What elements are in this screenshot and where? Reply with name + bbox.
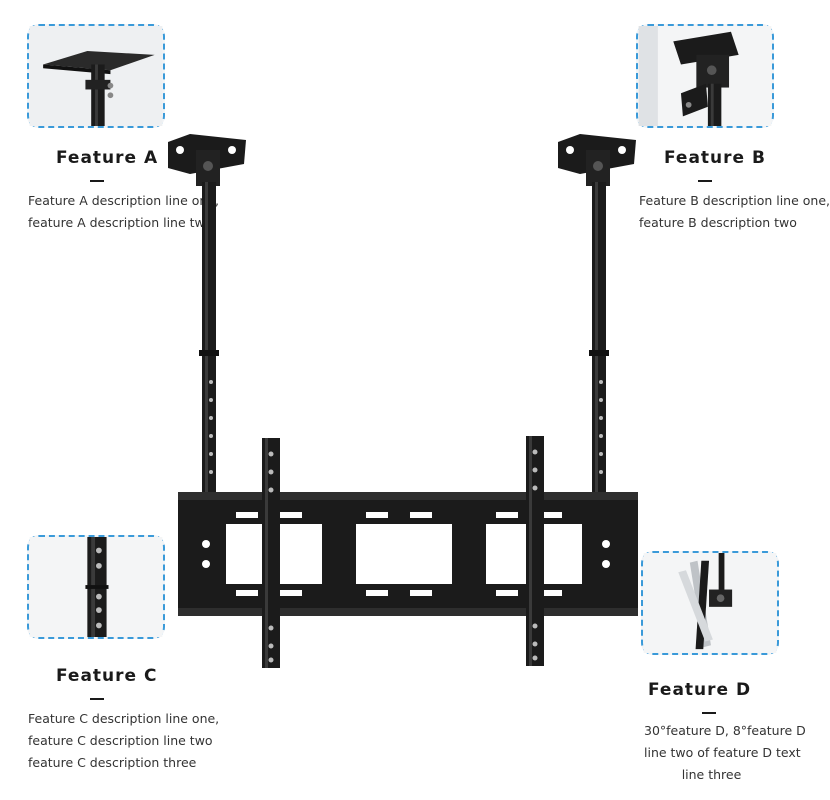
feature-title-top-left: Feature A xyxy=(56,148,159,168)
desc-line: feature C description line two xyxy=(28,733,213,748)
desc-line: line three xyxy=(681,767,742,782)
title-divider xyxy=(90,698,104,700)
height-adjust-thumbnail xyxy=(27,535,165,639)
title-divider xyxy=(698,180,712,182)
feature-desc-top-left: Feature A description line one, feature … xyxy=(28,190,219,234)
ceiling-plate-photo-icon xyxy=(29,26,163,126)
desc-line: feature A description line two xyxy=(28,215,213,230)
tilt-angle-photo-icon xyxy=(643,553,777,653)
ceiling-install-thumbnail xyxy=(27,24,165,128)
left-vertical-arm xyxy=(262,438,280,668)
feature-desc-top-right: Feature B description line one, feature … xyxy=(639,190,830,234)
desc-line: 30°feature D, 8°feature D xyxy=(644,723,806,738)
horizontal-frame xyxy=(178,492,638,616)
tilt-adjust-thumbnail xyxy=(641,551,779,655)
title-divider xyxy=(90,180,104,182)
feature-title-bottom-right: Feature D xyxy=(648,680,752,700)
product-feature-page: { "colors": { "accent_border": "#3a9ad9"… xyxy=(27,24,830,786)
right-vertical-arm xyxy=(526,436,544,666)
feature-title-bottom-left: Feature C xyxy=(56,666,158,686)
desc-line: Feature A description line one, xyxy=(28,193,219,208)
desc-line: Feature B description line one, xyxy=(639,193,830,208)
ceiling-tv-mount-icon xyxy=(168,134,638,668)
feature-desc-bottom-right: 30°feature D, 8°feature D line two of fe… xyxy=(644,720,806,786)
desc-line: feature B description two xyxy=(639,215,797,230)
wall-install-thumbnail xyxy=(636,24,774,128)
feature-desc-bottom-left: Feature C description line one, feature … xyxy=(28,708,219,774)
pole-holes-photo-icon xyxy=(29,537,163,637)
desc-line: line two of feature D text xyxy=(644,745,801,760)
right-ceiling-bracket xyxy=(558,134,636,502)
desc-line: Feature C description line one, xyxy=(28,711,220,726)
left-ceiling-bracket xyxy=(168,134,246,502)
wall-plate-photo-icon xyxy=(638,26,772,126)
desc-line: feature C description three xyxy=(28,755,197,770)
feature-title-top-right: Feature B xyxy=(664,148,766,168)
title-divider xyxy=(702,712,716,714)
